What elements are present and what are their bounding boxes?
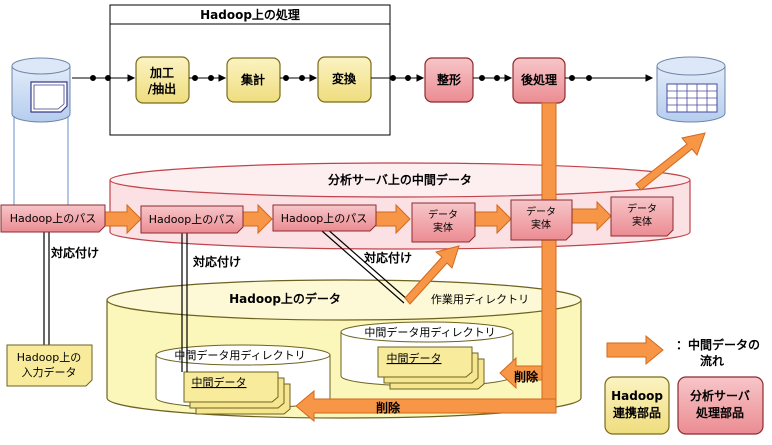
- intermediate-data-label-1: 中間データ: [192, 375, 247, 389]
- svg-text:入力データ: 入力データ: [22, 365, 77, 379]
- svg-text:Hadoop: Hadoop: [611, 389, 663, 403]
- intermediate-data-stack-2: [377, 346, 485, 390]
- data-entity-box-0: データ 実体: [411, 202, 476, 243]
- process-step-henkan: 変換: [317, 56, 372, 103]
- work-dir-label: 作業用ディレクトリ: [431, 292, 529, 306]
- process-flow-line: [72, 74, 654, 82]
- input-database-links: [13, 116, 69, 205]
- svg-text:データ: データ: [627, 202, 657, 215]
- delete-label-1: 削除: [514, 369, 539, 384]
- hadoop-process-title: Hadoop上の処理: [200, 7, 300, 22]
- hadoop-path-box-0: Hadoop上のパス: [0, 204, 106, 233]
- delete-label-2: 削除: [376, 400, 401, 415]
- output-database-icon: [656, 56, 726, 123]
- mapping-label-1: 対応付け: [50, 245, 99, 260]
- svg-text:データ: データ: [526, 205, 556, 218]
- svg-text:データ: データ: [428, 208, 458, 221]
- svg-text:Hadoop上の: Hadoop上の: [17, 351, 81, 364]
- intermediate-server-title: 分析サーバ上の中間データ: [328, 172, 472, 187]
- mapping-label-2: 対応付け: [192, 254, 241, 269]
- intermediate-dir-label-2: 中間データ用ディレクトリ: [364, 325, 495, 339]
- svg-text:連携部品: 連携部品: [613, 405, 661, 420]
- server-step-koshori: 後処理: [512, 57, 566, 104]
- legend-flow-label-1: ：中間データの: [676, 337, 760, 352]
- svg-text:加工: 加工: [149, 65, 174, 80]
- intermediate-data-label-2: 中間データ: [387, 351, 442, 365]
- legend-flow-label-2: 流れ: [700, 353, 724, 368]
- svg-text:実体: 実体: [433, 221, 453, 234]
- process-step-kakou: 加工 /抽出: [135, 56, 190, 104]
- mapping-label-3: 対応付け: [363, 250, 412, 265]
- legend-hadoop-part: Hadoop 連携部品: [604, 376, 670, 435]
- data-entity-box-2: データ 実体: [610, 196, 674, 237]
- process-step-shukei: 集計: [226, 57, 281, 103]
- legend-flow-arrow: [606, 334, 664, 366]
- svg-text:整形: 整形: [436, 72, 461, 87]
- legend-server-part: 分析サーバ 処理部品: [677, 376, 764, 435]
- hadoop-path-box-1: Hadoop上のパス: [140, 205, 244, 234]
- data-entity-box-1: データ 実体: [510, 199, 573, 241]
- input-data-box: Hadoop上の 入力データ: [6, 344, 93, 387]
- svg-text:Hadoop上のパス: Hadoop上のパス: [10, 212, 96, 225]
- input-database-icon: [11, 57, 71, 123]
- svg-text:実体: 実体: [531, 218, 551, 231]
- svg-text:Hadoop上のパス: Hadoop上のパス: [149, 213, 235, 226]
- svg-text:分析サーバ: 分析サーバ: [690, 388, 750, 403]
- svg-text:変換: 変換: [332, 71, 357, 86]
- intermediate-data-stack-1: [183, 371, 291, 415]
- svg-text:実体: 実体: [632, 215, 652, 228]
- orange-flow-arrows: [104, 102, 706, 423]
- svg-text:後処理: 後処理: [521, 72, 557, 87]
- svg-text:/抽出: /抽出: [148, 81, 176, 96]
- svg-text:Hadoop上のパス: Hadoop上のパス: [281, 212, 367, 225]
- svg-text:集計: 集計: [240, 72, 265, 87]
- hadoop-data-title: Hadoop上のデータ: [229, 291, 341, 306]
- mapping-lines: [43, 227, 409, 372]
- server-step-seikei: 整形: [424, 57, 474, 103]
- intermediate-dir-label-1: 中間データ用ディレクトリ: [174, 348, 305, 362]
- svg-text:処理部品: 処理部品: [695, 405, 744, 420]
- hadoop-path-box-2: Hadoop上のパス: [272, 204, 377, 232]
